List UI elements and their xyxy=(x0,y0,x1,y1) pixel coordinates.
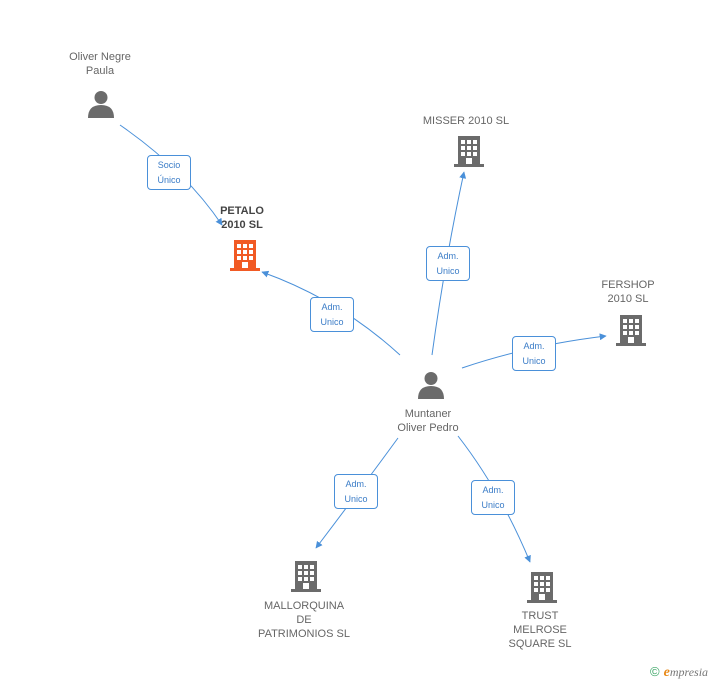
node-label-oliver-negre: Oliver Negre Paula xyxy=(69,51,131,77)
footer-brand: ©empresia xyxy=(650,664,708,681)
node-label-misser: MISSER 2010 SL xyxy=(422,115,510,127)
copyright-icon: © xyxy=(650,664,660,679)
edge-label-adm-petalo[interactable]: Adm. Unico xyxy=(310,297,354,332)
building-icon[interactable] xyxy=(290,559,322,593)
brand-initial: e xyxy=(663,665,670,680)
building-icon[interactable] xyxy=(615,313,647,347)
edge-label-adm-fershop[interactable]: Adm. Unico xyxy=(512,336,556,371)
building-icon[interactable] xyxy=(229,238,261,272)
edge-label-adm-trust[interactable]: Adm. Unico xyxy=(471,480,515,515)
node-label-fershop: FERSHOP 2010 SL xyxy=(601,279,655,305)
building-icon[interactable] xyxy=(526,570,558,604)
node-label-petalo: PETALO 2010 SL xyxy=(220,205,264,231)
edge-label-socio-unico[interactable]: Socio Único xyxy=(147,155,191,190)
person-icon[interactable] xyxy=(416,370,446,400)
brand-name: mpresia xyxy=(669,665,709,679)
node-label-mallorquina: MALLORQUINA DE PATRIMONIOS SL xyxy=(258,600,350,640)
node-label-trust: TRUST MELROSE SQUARE SL xyxy=(508,610,572,650)
person-icon[interactable] xyxy=(86,89,116,119)
edge-label-adm-mallorquina[interactable]: Adm. Unico xyxy=(334,474,378,509)
edge-label-adm-misser[interactable]: Adm. Unico xyxy=(426,246,470,281)
building-icon[interactable] xyxy=(453,134,485,168)
node-label-muntaner: Muntaner Oliver Pedro xyxy=(397,408,459,434)
